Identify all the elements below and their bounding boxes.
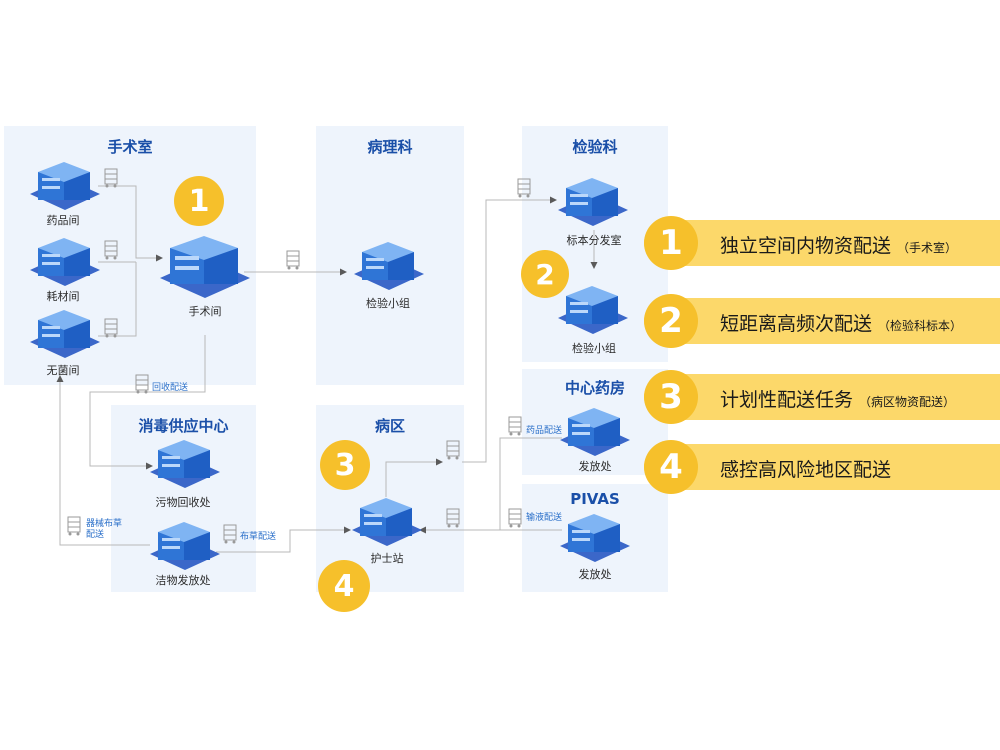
cart-icon <box>67 516 81 536</box>
legend-number: 2 <box>644 294 698 348</box>
legend-number: 4 <box>644 440 698 494</box>
node-label-clean-dispatch: 洁物发放处 <box>155 574 211 587</box>
building-icon-specimen-dispatch <box>558 178 628 226</box>
building-icon-waste-recovery <box>150 440 220 488</box>
cart-icon <box>446 508 460 528</box>
panel-title: 手术室 <box>107 138 153 156</box>
building-icon-clean-dispatch <box>150 522 220 570</box>
edge-label-instruments: 器械布草 配送 <box>86 519 123 540</box>
cart-icon <box>104 240 118 260</box>
edge-label-medicine: 药品配送 <box>526 426 563 436</box>
legend-item-1: 1 独立空间内物资配送 （手术室） <box>644 216 1000 270</box>
cart-icon <box>508 508 522 528</box>
node-label-waste-recovery: 污物回收处 <box>155 496 211 509</box>
panel-title: 消毒供应中心 <box>138 417 229 435</box>
building-icon-pharmacy-room <box>30 162 100 210</box>
cart-icon <box>104 318 118 338</box>
node-label-sterile-room: 无菌间 <box>46 364 80 377</box>
marker-4: 4 <box>318 560 370 612</box>
marker-1: 1 <box>174 176 224 226</box>
building-icon-nurse-station <box>352 498 422 546</box>
panel-title: 病区 <box>374 417 405 435</box>
legend-main: 感控高风险地区配送 <box>720 459 892 481</box>
edge-label-linen: 布草配送 <box>240 532 277 542</box>
cart-icon <box>508 416 522 436</box>
legend-number: 1 <box>644 216 698 270</box>
node-label-lab-test-group: 检验小组 <box>572 342 616 355</box>
panel-title: 病理科 <box>367 138 413 156</box>
node-label-path-test-group: 检验小组 <box>366 297 410 310</box>
building-icon-lab-test-group <box>558 286 628 334</box>
building-icon-pivas-dispatch <box>560 514 630 562</box>
panel-title: 检验科 <box>572 138 618 156</box>
node-label-nurse-station: 护士站 <box>370 552 404 565</box>
marker-3: 3 <box>320 440 370 490</box>
panel-title: 中心药房 <box>564 379 625 397</box>
node-label-pharmacy-room: 药品间 <box>46 214 80 227</box>
legend-item-4: 4 感控高风险地区配送 <box>644 440 1000 494</box>
cart-icon <box>223 524 237 544</box>
edge-label-infusion: 输液配送 <box>526 513 563 523</box>
legend-item-3: 3 计划性配送任务 （病区物资配送） <box>644 370 1000 424</box>
building-icon-path-test-group <box>354 242 424 290</box>
node-label-supplies-room: 耗材间 <box>46 290 80 303</box>
edge-label-recovery: 回收配送 <box>152 383 189 393</box>
cart-icon <box>517 178 531 198</box>
legend-sub: （手术室） <box>897 241 958 255</box>
cart-icon <box>446 440 460 460</box>
building-icon-supplies-room <box>30 238 100 286</box>
building-icon-sterile-room <box>30 310 100 358</box>
legend-main: 独立空间内物资配送 <box>720 235 892 257</box>
legend-item-2: 2 短距离高频次配送 （检验科标本） <box>644 294 1000 348</box>
legend-number: 3 <box>644 370 698 424</box>
node-label-pivas-dispatch: 发放处 <box>578 568 612 581</box>
cart-icon <box>135 374 149 394</box>
building-icon-pharmacy-dispatch <box>560 408 630 456</box>
legend-sub: （病区物资配送） <box>859 395 956 409</box>
cart-icon <box>104 168 118 188</box>
legend-main: 计划性配送任务 <box>720 389 854 411</box>
building-icon-surgery-room <box>160 236 250 298</box>
node-label-specimen-dispatch: 标本分发室 <box>566 234 622 247</box>
node-label-pharmacy-dispatch: 发放处 <box>578 460 612 473</box>
marker-2: 2 <box>521 250 569 298</box>
legend-main: 短距离高频次配送 <box>720 313 873 335</box>
cart-icon <box>286 250 300 270</box>
node-label-surgery-room: 手术间 <box>188 305 222 318</box>
legend-sub: （检验科标本） <box>878 319 963 333</box>
panel-title: PIVAS <box>570 490 620 508</box>
